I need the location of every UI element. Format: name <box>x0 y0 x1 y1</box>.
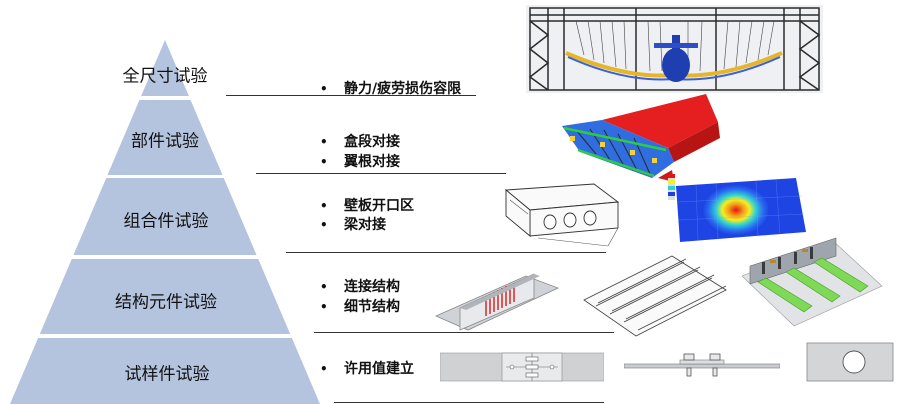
joint-detail-element-image <box>741 237 883 327</box>
bullet-box-joint: •盒段对接 <box>320 134 400 150</box>
tier-label-coupon: 试样件试验 <box>124 364 210 385</box>
bolted-joint-sideview-image <box>624 353 780 377</box>
tier-label-subcomponent: 组合件试验 <box>123 211 209 232</box>
tier-divider-2 <box>256 173 506 174</box>
wing-box-fe-model-image <box>562 94 720 182</box>
test-pyramid <box>10 40 320 404</box>
bullet-static-fatigue: •静力/疲劳损伤容限 <box>320 81 462 97</box>
tier-full-scale <box>141 40 189 96</box>
bullet-spar-joint: •梁对接 <box>320 217 386 233</box>
tier-element <box>39 259 291 334</box>
lap-joint-coupon-image <box>440 352 604 382</box>
bullet-joint-structure: •连接结构 <box>320 279 400 295</box>
tier-divider-5 <box>334 402 604 403</box>
tier-divider-3 <box>286 252 606 253</box>
full-scale-test-rig-image <box>526 5 823 93</box>
tier-label-element: 结构元件试验 <box>115 292 217 313</box>
open-hole-coupon-image <box>806 342 894 382</box>
tier-label-component: 部件试验 <box>131 131 199 152</box>
bullet-wing-root-joint: •翼根对接 <box>320 154 400 170</box>
tier-coupon <box>10 338 320 404</box>
panel-cutout-assembly-image <box>504 183 620 247</box>
tier-subcomponent <box>73 178 257 255</box>
bullet-panel-cutout: •壁板开口区 <box>320 198 414 214</box>
bullet-detail-structure: •细节结构 <box>320 299 400 315</box>
bullet-allowables: •许用值建立 <box>320 361 414 377</box>
stiffened-panel-image <box>583 255 727 337</box>
tier-label-full-scale: 全尺寸试验 <box>122 66 208 87</box>
spar-joint-element-image <box>435 273 560 331</box>
tier-divider-1 <box>226 95 476 96</box>
tier-component <box>107 100 223 175</box>
tier-divider-4 <box>314 332 614 333</box>
stress-contour-plot-image <box>668 174 806 242</box>
